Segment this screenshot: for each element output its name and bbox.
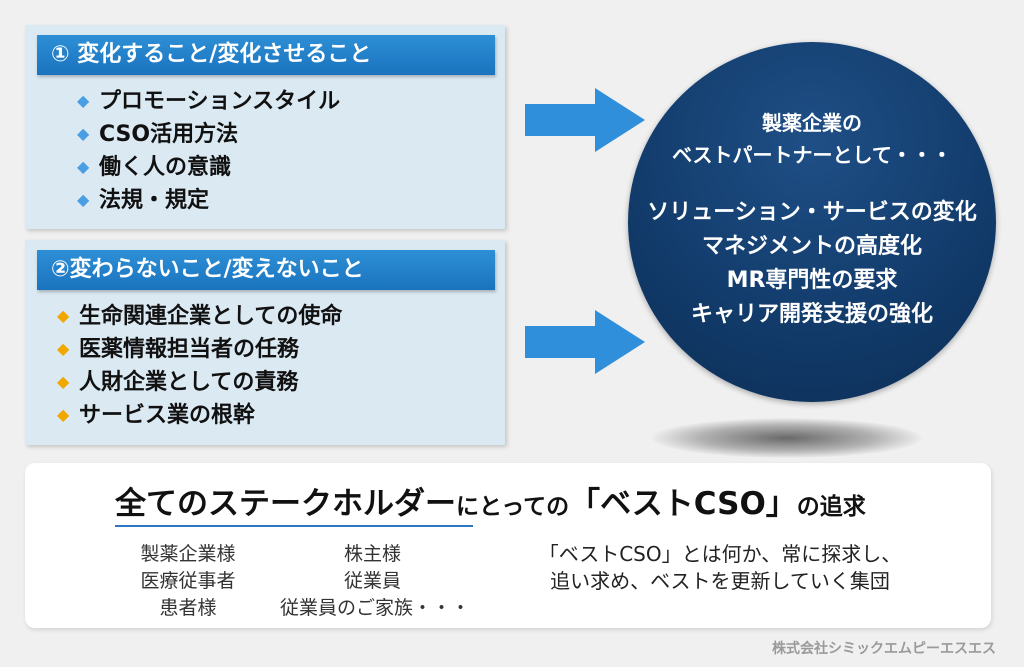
diamond-bullet-icon: ◆ [57, 339, 70, 358]
list-item-label: 生命関連企業としての使命 [79, 304, 343, 329]
unchanged-items-list: ◆ 生命関連企業としての使命 ◆ 医薬情報担当者の任務 ◆ 人財企業としての責務 ◆ サ… [57, 300, 342, 432]
diamond-bullet-icon: ◆ [57, 405, 70, 424]
circle-item: MR専門性の要求 [726, 268, 898, 293]
list-item: ◆ プロモーションスタイル [77, 85, 340, 118]
list-item: ◆ 人財企業としての責務 [57, 366, 342, 399]
diamond-bullet-icon: ◆ [57, 372, 70, 391]
list-item: ◆ 働く人の意識 [77, 151, 340, 184]
unchanged-panel: ②変わらないこと/変えないこと [25, 240, 505, 445]
title-pursuit: の追求 [796, 494, 866, 520]
right-arrow-icon [525, 88, 645, 152]
circle-shadow [652, 418, 922, 458]
circle-items: ソリューション・サービスの変化 マネジメントの高度化 MR専門性の要求 キャリア… [628, 196, 996, 332]
description-line: 追い求め、ベストを更新していく集団 [550, 569, 890, 593]
title-best-cso: 「ベストCSO」 [569, 486, 797, 522]
change-panel-header: ① 変化すること/変化させること [37, 35, 495, 75]
stakeholder-item: 患者様 [159, 597, 217, 619]
pursuit-box [25, 463, 991, 628]
stakeholder-item: 製薬企業様 [140, 543, 236, 565]
circle-item: マネジメントの高度化 [701, 234, 922, 259]
circle-heading: 製薬企業の ベストパートナーとして・・・ [628, 107, 996, 171]
title-stakeholders: 全てのステークホルダー [115, 486, 456, 522]
description-line: 「ベストCSO」とは何か、常に探求し、 [538, 542, 902, 566]
list-item: ◆ 生命関連企業としての使命 [57, 300, 342, 333]
stakeholders-column-1: 製薬企業様 医療従事者 患者様 [118, 541, 258, 622]
right-arrow-icon [525, 310, 645, 374]
circle-item: ソリューション・サービスの変化 [647, 200, 977, 225]
circle-item: キャリア開発支援の強化 [690, 302, 933, 327]
stakeholder-item: 株主様 [343, 543, 401, 565]
list-item-label: CSO活用方法 [99, 122, 239, 147]
change-items-list: ◆ プロモーションスタイル ◆ CSO活用方法 ◆ 働く人の意識 ◆ 法規・規定 [77, 85, 340, 217]
list-item: ◆ CSO活用方法 [77, 118, 340, 151]
title-underline [115, 525, 473, 527]
change-panel: ① 変化すること/変化させること [25, 25, 505, 229]
diamond-bullet-icon: ◆ [77, 190, 90, 209]
list-item: ◆ 法規・規定 [77, 184, 340, 217]
pursuit-title: 全てのステークホルダーにとっての「ベストCSO」の追求 [115, 478, 866, 523]
list-item-label: 人財企業としての責務 [79, 370, 299, 395]
list-item-label: 医薬情報担当者の任務 [79, 337, 300, 362]
circle-heading-line: 製薬企業の [762, 111, 862, 135]
list-item: ◆ 医薬情報担当者の任務 [57, 333, 342, 366]
list-item-label: サービス業の根幹 [79, 403, 256, 428]
list-item: ◆ サービス業の根幹 [57, 399, 342, 432]
diamond-bullet-icon: ◆ [77, 157, 90, 176]
best-partner-circle [628, 42, 996, 402]
stakeholder-item: 従業員のご家族・・・ [280, 597, 471, 619]
stakeholder-item: 従業員 [343, 570, 401, 592]
unchanged-panel-header: ②変わらないこと/変えないこと [37, 250, 495, 290]
diamond-bullet-icon: ◆ [77, 91, 90, 110]
list-item-label: 働く人の意識 [99, 155, 232, 180]
diamond-bullet-icon: ◆ [57, 306, 70, 325]
stakeholder-item: 医療従事者 [140, 570, 236, 592]
title-for: にとっての [456, 494, 570, 520]
company-name: 株式会社シミックエムピーエスエス [772, 641, 996, 657]
diamond-bullet-icon: ◆ [77, 124, 90, 143]
list-item-label: プロモーションスタイル [99, 89, 341, 114]
stakeholders-column-2: 株主様 従業員 従業員のご家族・・・ [280, 541, 471, 622]
best-cso-description: 「ベストCSO」とは何か、常に探求し、 追い求め、ベストを更新していく集団 [520, 541, 920, 595]
circle-heading-line: ベストパートナーとして・・・ [672, 143, 952, 167]
list-item-label: 法規・規定 [99, 188, 210, 213]
